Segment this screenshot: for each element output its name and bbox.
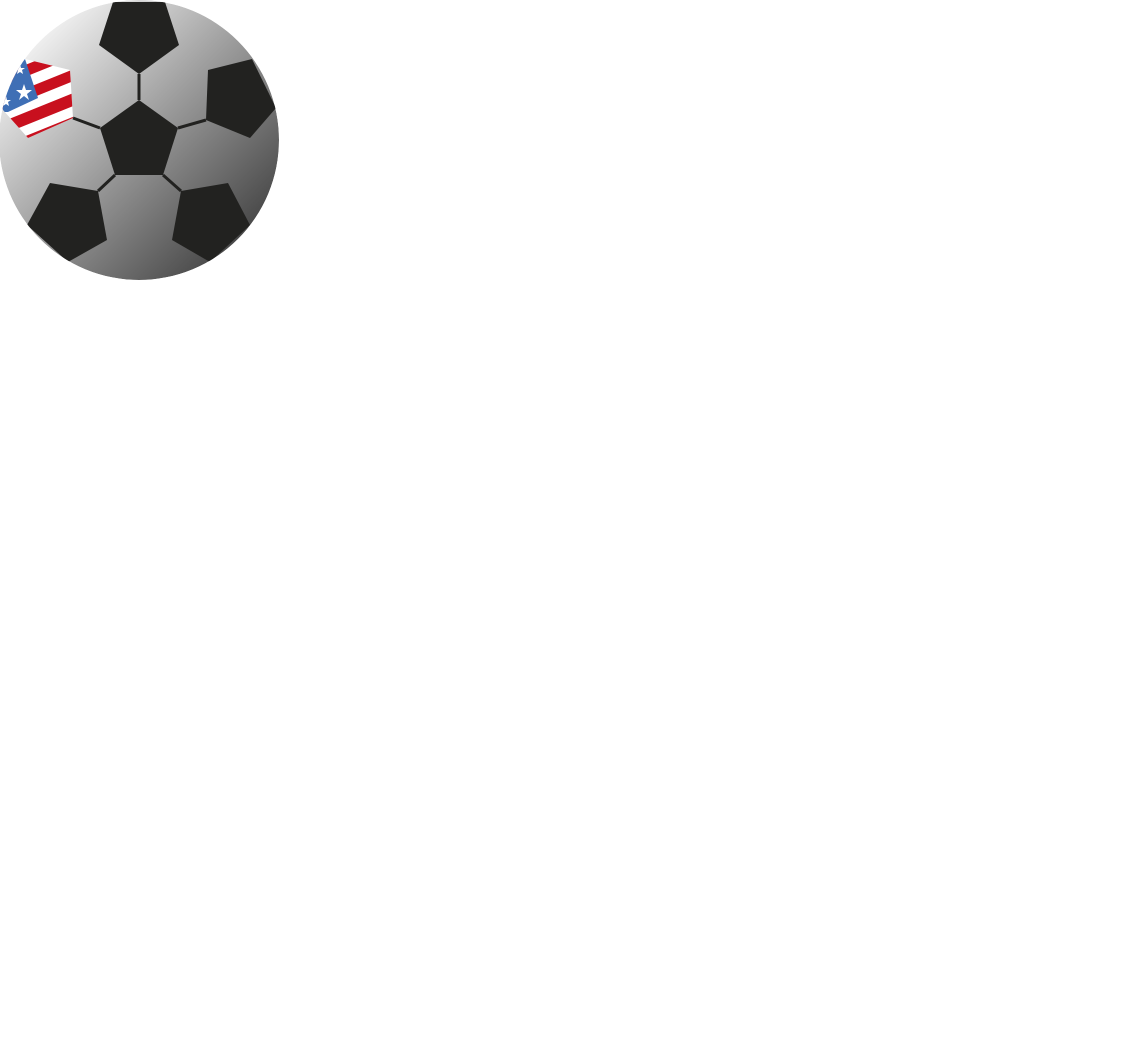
panel-right	[206, 59, 276, 138]
soccer-ball-illustration	[0, 0, 279, 280]
seams	[72, 74, 207, 193]
panel-bottom-left	[27, 183, 107, 262]
panel-center	[100, 100, 178, 175]
star-icon	[16, 84, 32, 100]
panel-top	[99, 2, 179, 74]
star-icon	[1, 96, 11, 106]
star-icon	[15, 64, 25, 74]
panel-bottom-right	[172, 183, 250, 262]
